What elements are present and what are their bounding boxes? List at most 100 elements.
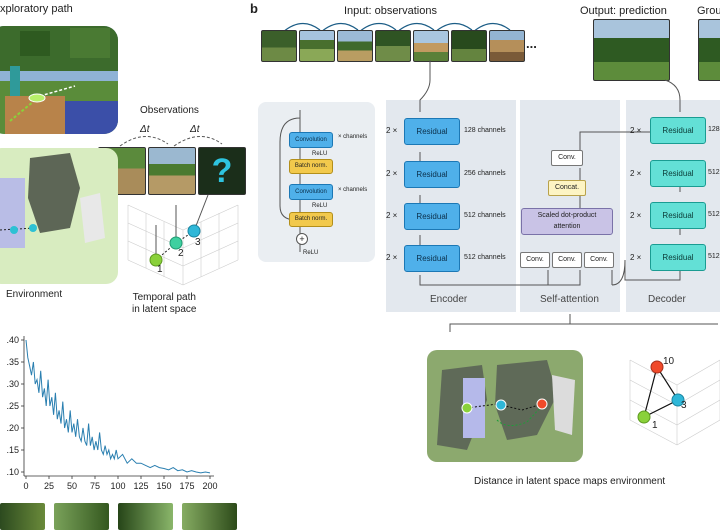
input-frame	[299, 30, 335, 62]
bottom-thumbnail	[182, 503, 237, 530]
delta-t-label: Δt	[190, 124, 200, 135]
decoder-residual-block: Residual	[650, 244, 706, 271]
relu-label: ReLU	[303, 250, 319, 256]
convolution-block: Convolution	[289, 184, 333, 200]
conv-block: Conv.	[552, 252, 582, 268]
decoder-channels: 512	[708, 169, 720, 176]
y-tick-label: .20	[6, 423, 19, 433]
point-label: 10	[663, 356, 675, 367]
decoder-multiplier: 2 ×	[630, 169, 642, 178]
x-tick-label: 125	[133, 481, 148, 491]
bottom-thumbnail	[118, 503, 173, 530]
decoder-residual-block: Residual	[650, 160, 706, 187]
bracket	[449, 314, 718, 332]
x-tick-label: 0	[23, 481, 28, 491]
conv-block: Conv.	[584, 252, 614, 268]
encoder-channels: 256 channels	[464, 170, 506, 177]
point-label: 3	[681, 400, 687, 411]
batch-norm-block: Batch norm.	[289, 159, 333, 174]
exploratory-path-image	[0, 26, 118, 134]
encoder-residual-block: Residual	[404, 203, 460, 230]
encoder-label: Encoder	[430, 294, 468, 305]
decoder-residual-block: Residual	[650, 202, 706, 229]
encoder-channels: 512 channels	[464, 254, 506, 261]
scaled-dot-product-attention: Scaled dot-product attention	[521, 208, 613, 235]
self-attention-section	[520, 100, 620, 312]
input-frame	[489, 30, 525, 62]
encoder-channels: 512 channels	[464, 212, 506, 219]
ground-truth-title: Grou	[697, 5, 720, 17]
encoder-multiplier: 2 ×	[386, 211, 398, 220]
environment-label: Environment	[6, 289, 63, 300]
x-tick-label: 50	[67, 481, 77, 491]
temporal-path-label: Temporal path in latent space	[132, 292, 197, 315]
y-tick-label: .30	[6, 379, 19, 389]
question-mark-icon: ?	[211, 152, 233, 190]
convolution-block: Convolution	[289, 132, 333, 148]
decoder-label: Decoder	[648, 294, 686, 305]
bottom-thumbnail	[0, 503, 45, 530]
input-frame	[413, 30, 449, 62]
sum-node: +	[296, 233, 308, 245]
input-frame	[261, 30, 297, 62]
encoder-residual-block: Residual	[404, 118, 460, 145]
input-observations-title: Input: observations	[344, 5, 437, 17]
encoder-multiplier: 2 ×	[386, 169, 398, 178]
ground-truth-frame	[698, 19, 720, 81]
point-label: 3	[195, 237, 201, 248]
x-tick-label: 175	[179, 481, 194, 491]
encoder-channels: 128 channels	[464, 127, 506, 134]
environment-map-b	[427, 350, 583, 462]
encoder-multiplier: 2 ×	[386, 126, 398, 135]
conv-block: Conv.	[520, 252, 550, 268]
batch-norm-block: Batch norm.	[289, 212, 333, 227]
y-tick-label: .10	[6, 467, 19, 477]
input-sequence-arrows	[282, 22, 511, 33]
decoder-channels: 512	[708, 211, 720, 218]
y-tick-label: .40	[6, 335, 19, 345]
output-frame	[593, 19, 670, 81]
observations-title: Observations	[140, 105, 199, 116]
conv-block: Conv.	[551, 150, 583, 166]
point-label: 2	[178, 248, 184, 259]
decoder-residual-block: Residual	[650, 117, 706, 144]
decoder-multiplier: 2 ×	[630, 126, 642, 135]
map-caption: Distance in latent space maps environmen…	[474, 476, 666, 487]
y-tick-label: .35	[6, 357, 19, 367]
x-tick-label: 200	[202, 481, 217, 491]
bottom-thumbnail	[54, 503, 109, 530]
panel-b-label: b	[250, 1, 258, 16]
input-frame	[337, 30, 373, 62]
relu-label: ReLU	[312, 151, 328, 157]
unknown-observation-frame: ?	[198, 147, 246, 195]
encoder-multiplier: 2 ×	[386, 253, 398, 262]
observation-frame	[148, 147, 196, 195]
channels-label: × channels	[338, 187, 368, 193]
y-tick-label: .25	[6, 401, 19, 411]
channels-label: × channels	[338, 134, 368, 140]
delta-t-label: Δt	[140, 124, 150, 135]
point-label: 1	[157, 264, 163, 275]
input-frame	[375, 30, 411, 62]
point-label: 1	[652, 420, 658, 431]
decoder-channels: 512	[708, 253, 720, 260]
latent-space-3d	[127, 194, 239, 286]
self-attention-label: Self-attention	[540, 294, 599, 305]
x-tick-label: 150	[156, 481, 171, 491]
decoder-channels: 128	[708, 126, 720, 133]
relu-label: ReLU	[312, 203, 328, 209]
observation-arrows	[119, 136, 223, 147]
latent-space-3d-b	[629, 359, 720, 446]
encoder-residual-block: Residual	[404, 161, 460, 188]
environment-map-a	[0, 148, 118, 284]
residual-block-detail	[258, 102, 375, 262]
encoder-residual-block: Residual	[404, 245, 460, 272]
x-tick-label: 75	[90, 481, 100, 491]
residual-skip-connection	[279, 110, 301, 252]
input-frame	[451, 30, 487, 62]
ellipsis: ...	[526, 36, 537, 51]
loss-series-line	[25, 339, 211, 474]
y-tick-label: .15	[6, 445, 19, 455]
output-prediction-title: Output: prediction	[580, 5, 667, 17]
